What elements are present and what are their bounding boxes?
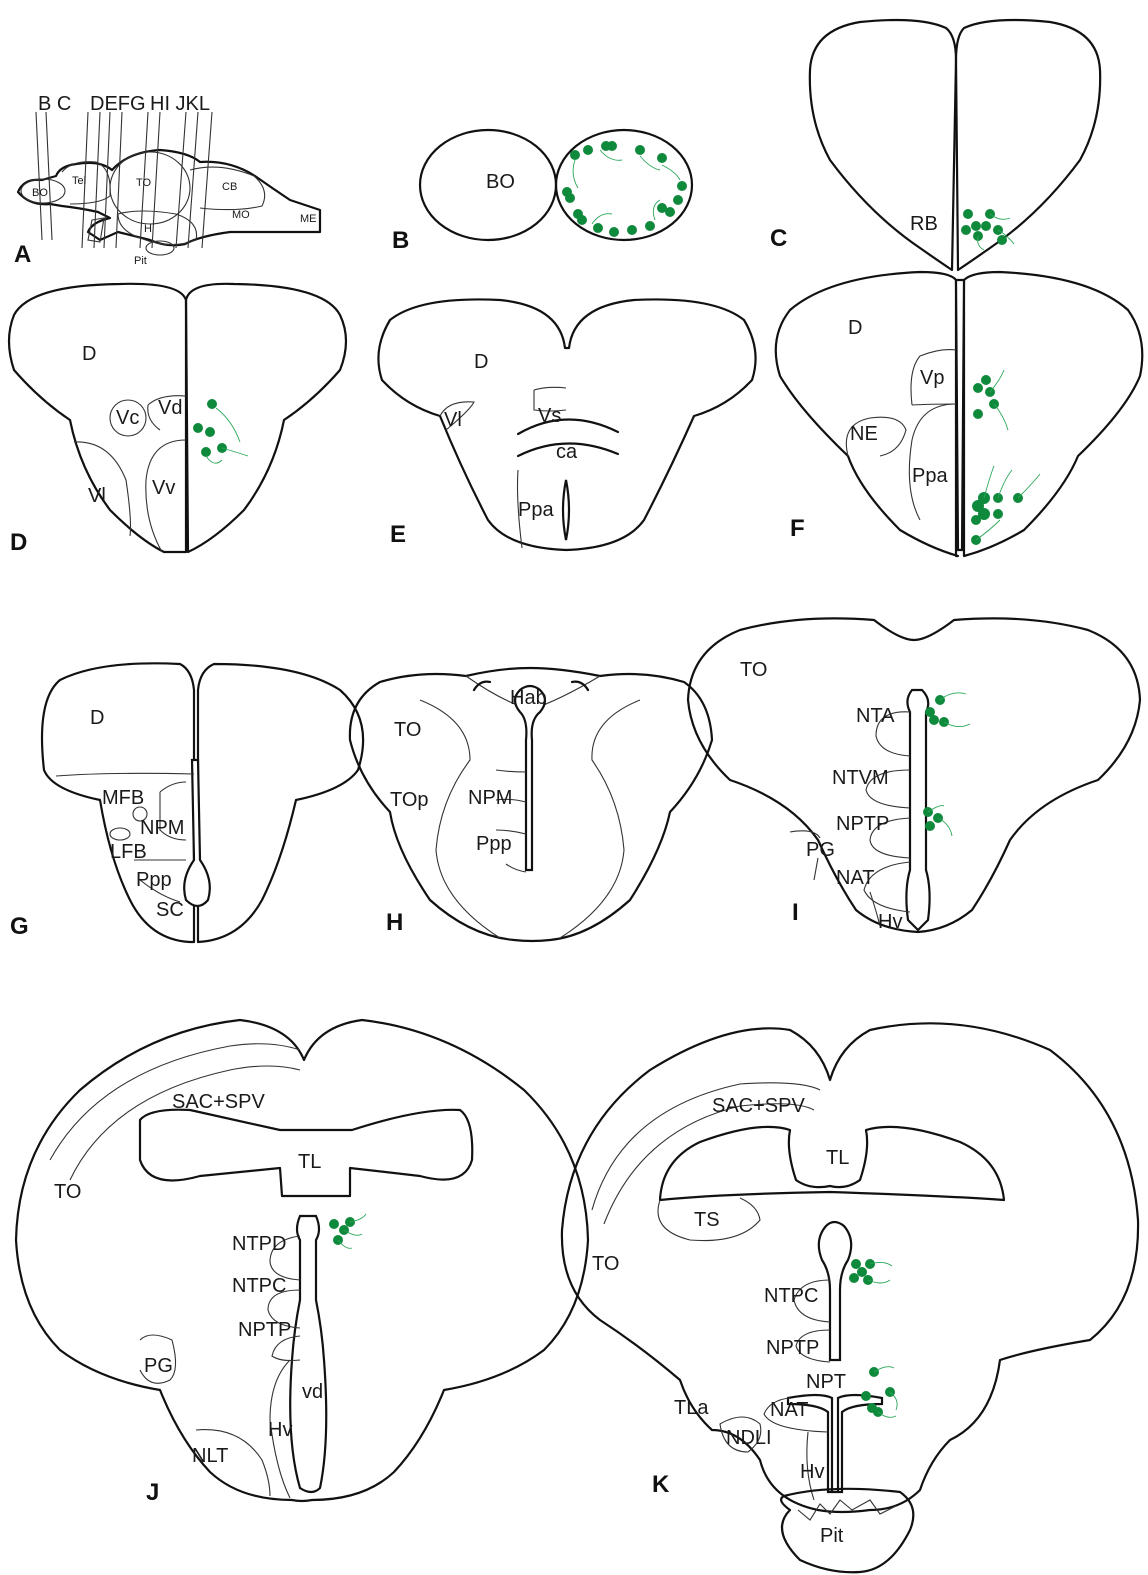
panel-letter-d: D xyxy=(10,529,27,556)
k-label-to: TO xyxy=(592,1253,619,1275)
h-label-to: TO xyxy=(394,719,421,741)
panel-letter-f: F xyxy=(790,515,805,542)
panel-letter-k: K xyxy=(652,1471,670,1498)
k-labeled-cells xyxy=(849,1259,897,1417)
a-lines-defg: DEFG xyxy=(90,93,146,115)
i-label-nta: NTA xyxy=(856,705,895,727)
f-label-ne: NE xyxy=(850,423,878,445)
panel-e: D Vs ca Vl Ppa E xyxy=(378,299,755,550)
panel-letter-b: B xyxy=(392,227,409,254)
b-labeled-cells xyxy=(562,141,687,237)
d-label-d: D xyxy=(82,343,96,365)
k-label-tla: TLa xyxy=(674,1397,709,1419)
panel-letter-e: E xyxy=(390,521,406,548)
panel-letter-g: G xyxy=(10,913,29,940)
d-labeled-cells xyxy=(193,399,248,463)
panel-letter-c: C xyxy=(770,225,787,252)
a-label-h: H xyxy=(144,223,152,235)
a-label-tel: Tel xyxy=(72,175,86,187)
a-label-me: ME xyxy=(300,213,317,225)
a-lines-hijkl: HI JKL xyxy=(150,93,210,115)
j-label-nlt: NLT xyxy=(192,1445,228,1467)
i-labeled-cells xyxy=(923,693,970,836)
a-label-cb: CB xyxy=(222,181,237,193)
h-label-ppp: Ppp xyxy=(476,833,512,855)
i-label-pg: PG xyxy=(806,839,835,861)
d-label-vv: Vv xyxy=(152,477,175,499)
a-label-bo: BO xyxy=(32,187,48,199)
j-label-pg: PG xyxy=(144,1355,173,1377)
panel-k: SAC+SPV TL TS TO NTPC NPTP NPT TLa NAT N… xyxy=(562,1023,1138,1572)
j-label-tl: TL xyxy=(298,1151,321,1173)
j-label-ntpc: NTPC xyxy=(232,1275,286,1297)
panel-d: D Vd Vc Vl Vv D xyxy=(9,284,346,556)
panel-c: RB C xyxy=(770,20,1100,270)
j-label-nptp: NPTP xyxy=(238,1319,291,1341)
e-label-d: D xyxy=(474,351,488,373)
g-label-lfb: LFB xyxy=(110,841,147,863)
c-label-rb: RB xyxy=(910,213,938,235)
k-label-ntpc: NTPC xyxy=(764,1285,818,1307)
panel-f: D Vp NE Ppa F xyxy=(776,272,1143,556)
c-labeled-cells xyxy=(961,209,1014,250)
h-label-npm: NPM xyxy=(468,787,512,809)
f-label-vp: Vp xyxy=(920,367,944,389)
j-label-hv: Hv xyxy=(268,1419,292,1441)
h-label-top: TOp xyxy=(390,789,429,811)
k-label-tl: TL xyxy=(826,1147,849,1169)
i-label-hv: Hv xyxy=(878,911,902,933)
h-label-hab: Hab xyxy=(510,687,547,709)
j-label-sac-spv: SAC+SPV xyxy=(172,1091,265,1113)
f-label-d: D xyxy=(848,317,862,339)
i-label-ntvm: NTVM xyxy=(832,767,889,789)
f-label-ppa: Ppa xyxy=(912,465,948,487)
j-label-ntpd: NTPD xyxy=(232,1233,286,1255)
k-label-npt: NPT xyxy=(806,1371,846,1393)
j-label-to: TO xyxy=(54,1181,81,1203)
panel-letter-a: A xyxy=(14,241,31,268)
e-label-ca: ca xyxy=(556,441,578,463)
i-label-nat: NAT xyxy=(836,867,875,889)
panel-j: SAC+SPV TL TO NTPD NTPC NPTP PG vd Hv NL… xyxy=(16,1020,588,1506)
k-label-sac-spv: SAC+SPV xyxy=(712,1095,805,1117)
k-label-ts: TS xyxy=(694,1209,720,1231)
k-label-nptp: NPTP xyxy=(766,1337,819,1359)
k-label-ndli: NDLI xyxy=(726,1427,772,1449)
panel-letter-j: J xyxy=(146,1479,159,1506)
b-label-bo: BO xyxy=(486,171,515,193)
panel-letter-h: H xyxy=(386,909,403,936)
d-label-vl: Vl xyxy=(88,485,106,507)
k-label-hv: Hv xyxy=(800,1461,824,1483)
g-label-npm: NPM xyxy=(140,817,184,839)
i-label-to: TO xyxy=(740,659,767,681)
e-label-ppa: Ppa xyxy=(518,499,554,521)
g-label-mfb: MFB xyxy=(102,787,144,809)
g-label-d: D xyxy=(90,707,104,729)
g-label-ppp: Ppp xyxy=(136,869,172,891)
panel-h: Hab TO TOp NPM Ppp H xyxy=(350,668,712,941)
a-label-pit: Pit xyxy=(134,255,147,267)
a-lines-bc: B C xyxy=(38,93,71,115)
k-label-pit: Pit xyxy=(820,1525,844,1547)
e-label-vs: Vs xyxy=(538,405,561,427)
k-label-nat: NAT xyxy=(770,1399,809,1421)
j-label-vd: vd xyxy=(302,1381,323,1403)
f-labeled-cells xyxy=(971,370,1040,545)
d-label-vc: Vc xyxy=(116,407,139,429)
panel-letter-i: I xyxy=(792,899,799,926)
panel-a: B C DEFG HI JKL BO Tel TO CB MO ME H Pit… xyxy=(14,93,320,268)
a-label-mo: MO xyxy=(232,209,250,221)
e-label-vl: Vl xyxy=(444,409,462,431)
i-label-nptp: NPTP xyxy=(836,813,889,835)
d-label-vd: Vd xyxy=(158,397,182,419)
j-labeled-cells xyxy=(329,1214,366,1248)
a-label-to: TO xyxy=(136,177,152,189)
panel-g: D MFB NPM LFB Ppp SC G xyxy=(10,663,363,942)
g-label-sc: SC xyxy=(156,899,184,921)
panel-b: BO B xyxy=(392,130,692,254)
panel-i: TO NTA NTVM NPTP PG NAT Hv I xyxy=(688,618,1140,933)
